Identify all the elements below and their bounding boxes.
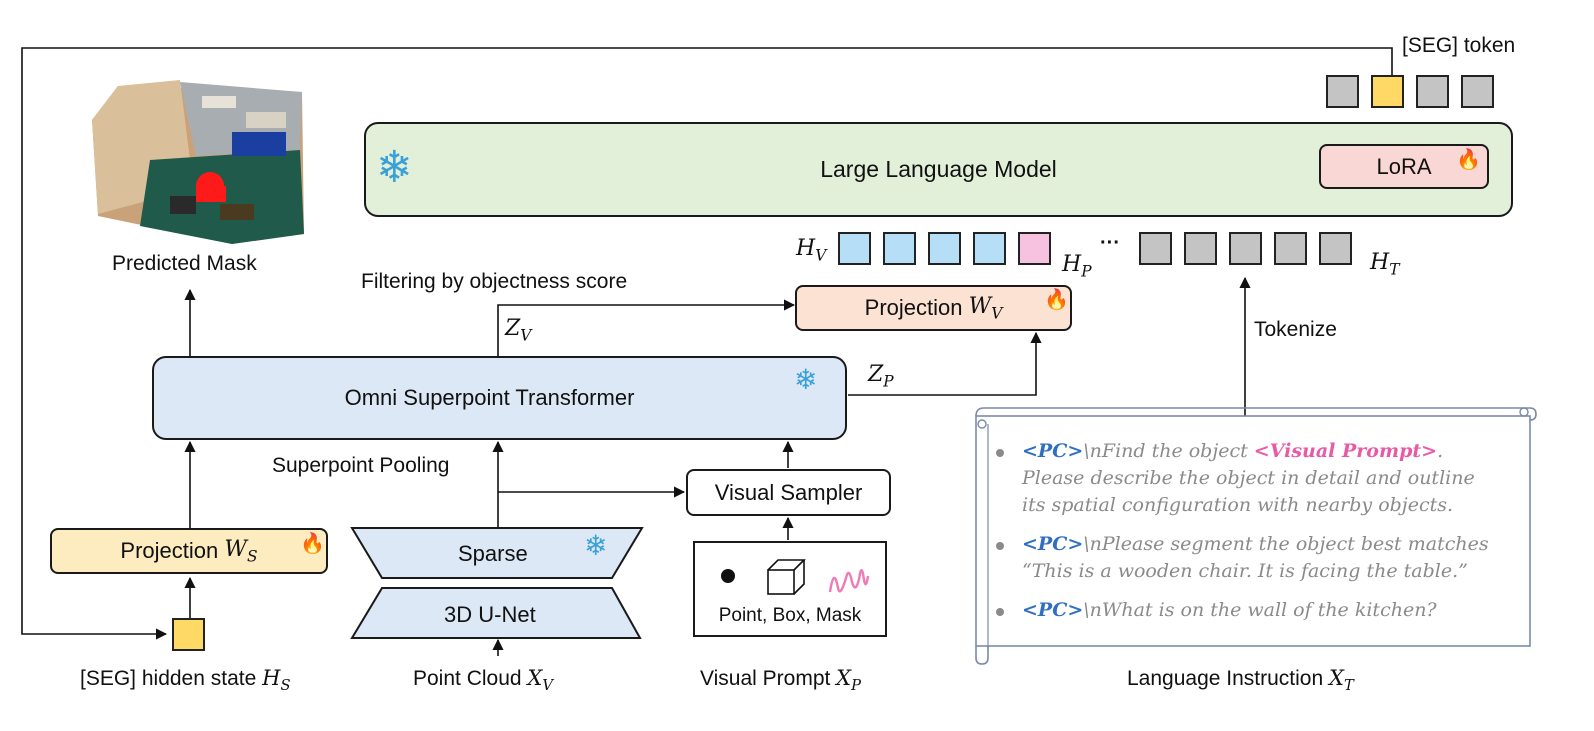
seg-feedback-line [21,47,1393,640]
tokenize-label: Tokenize [1254,318,1337,341]
visual-token-1 [838,232,871,265]
snowflake-icon: ❄ [584,529,608,562]
visual-sampler-box: Visual Sampler [686,469,891,516]
unet-label: 3D U-Net [444,602,536,627]
seg-token [1371,75,1404,108]
snowflake-icon: ❄ [794,363,818,396]
filtering-label: Filtering by objectness score [361,270,628,293]
text-token-1 [1139,232,1172,265]
visual-token-3 [928,232,961,265]
zv-arrow [497,299,796,356]
visual-token-2 [883,232,916,265]
z-p-label: ZP [868,362,894,391]
projection-v-box: Projection WV [795,285,1072,331]
visual-prompt-box: Point, Box, Mask [693,541,887,637]
sparse-label: Sparse [458,541,528,566]
fire-icon: 🔥 [1044,289,1069,311]
zp-arrow [848,331,1042,396]
prompt-token [1018,232,1051,265]
sparse-trapezoid [350,527,644,579]
seg-token-label: [SEG] token [1402,34,1516,57]
text-token-4 [1274,232,1307,265]
instruction-item: <PC>\nPlease segment the object best mat… [976,531,1496,585]
snowflake-icon: ❄ [376,142,413,193]
unet-trapezoid [350,587,642,639]
z-v-label: ZV [505,316,532,345]
output-token-1 [1326,75,1359,108]
scribble-icon [828,568,870,593]
fire-icon: 🔥 [300,533,325,555]
point-icon [721,569,735,583]
predicted-mask-label: Predicted Mask [112,252,257,275]
point-cloud-label: Point Cloud XV [413,666,553,695]
visual-token-4 [973,232,1006,265]
instruction-list: <PC>\nFind the object <Visual Prompt>. P… [976,438,1496,636]
instruction-item: <PC>\nWhat is on the wall of the kitchen… [976,597,1496,624]
fire-icon: 🔥 [1456,149,1481,171]
text-token-3 [1229,232,1262,265]
output-token-3 [1416,75,1449,108]
ellipsis: ··· [1100,232,1120,254]
box-icon [767,559,806,595]
h-v-label: HV [796,236,827,265]
language-instruction-label: Language Instruction XT [1127,666,1354,695]
text-token-2 [1184,232,1217,265]
h-p-label: HP [1062,252,1092,281]
visual-prompt-label: Visual Prompt XP [700,666,862,695]
h-t-label: HT [1370,250,1400,279]
text-token-5 [1319,232,1352,265]
lora-box: LoRA [1319,144,1489,189]
projection-s-box: Projection WS [50,528,328,574]
seg-hidden-token [172,618,205,651]
output-token-4 [1461,75,1494,108]
ost-label: Omni Superpoint Transformer [344,385,635,410]
seg-hidden-label: [SEG] hidden state HS [80,666,291,695]
instruction-item: <PC>\nFind the object <Visual Prompt>. P… [976,438,1496,519]
predicted-mask-image [92,80,304,244]
ost-block: Omni Superpoint Transformer [152,356,847,440]
llm-label: Large Language Model [820,156,1057,182]
instruction-scroll [975,407,1537,665]
superpoint-pooling-label: Superpoint Pooling [272,454,450,477]
lora-label: LoRA [1376,153,1432,179]
